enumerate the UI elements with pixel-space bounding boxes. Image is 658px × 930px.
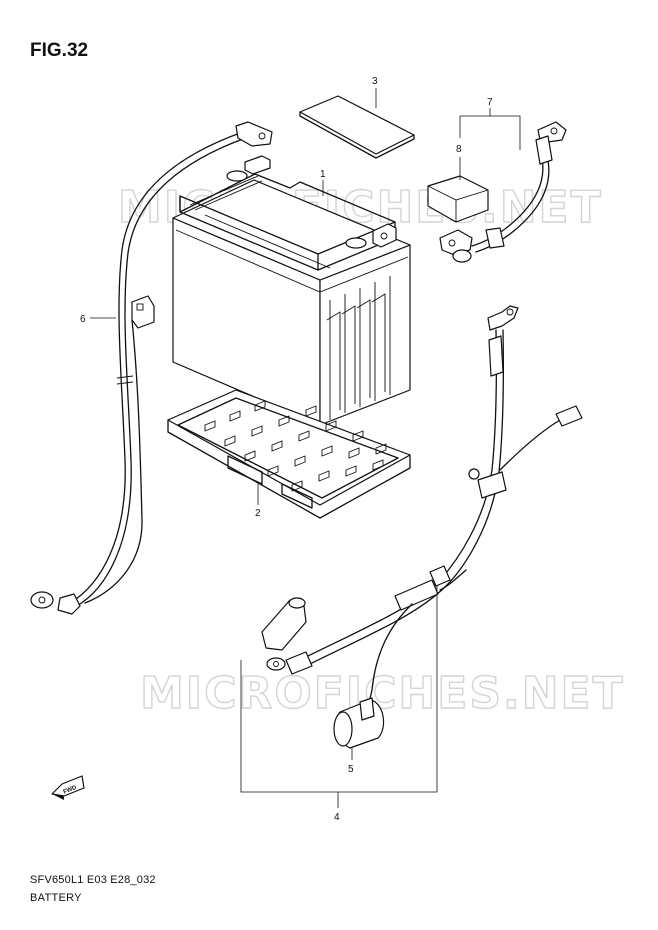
callout-8: 8: [456, 144, 462, 155]
part-4-bracket: [240, 586, 438, 793]
callout-2: 2: [255, 508, 261, 519]
callout-6: 6: [80, 314, 86, 325]
callout-7: 7: [487, 97, 493, 108]
callout-1: 1: [320, 169, 326, 180]
fwd-label: FWD: [63, 785, 79, 796]
footer-name: BATTERY: [30, 892, 82, 904]
part-3-label-sheet: [299, 95, 415, 159]
callout-3: 3: [372, 76, 378, 87]
part-2-tray: [167, 389, 411, 519]
callout-5: 5: [348, 764, 354, 775]
fwd-arrow-icon: FWD: [51, 775, 85, 800]
part-6-lead-wire: [30, 121, 273, 615]
part-7-8-leader: [459, 108, 521, 180]
part-7-positive-lead: [439, 121, 567, 263]
part-4-starter-lead: [261, 305, 583, 711]
figure-title: FIG.32: [30, 40, 89, 61]
watermark-bottom: MICROFICHES.NET: [140, 668, 625, 719]
part-1-battery: [172, 155, 411, 426]
callout-4: 4: [334, 812, 340, 823]
part-5-cap: [333, 697, 385, 749]
footer-code: SFV650L1 E03 E28_032: [30, 874, 156, 886]
